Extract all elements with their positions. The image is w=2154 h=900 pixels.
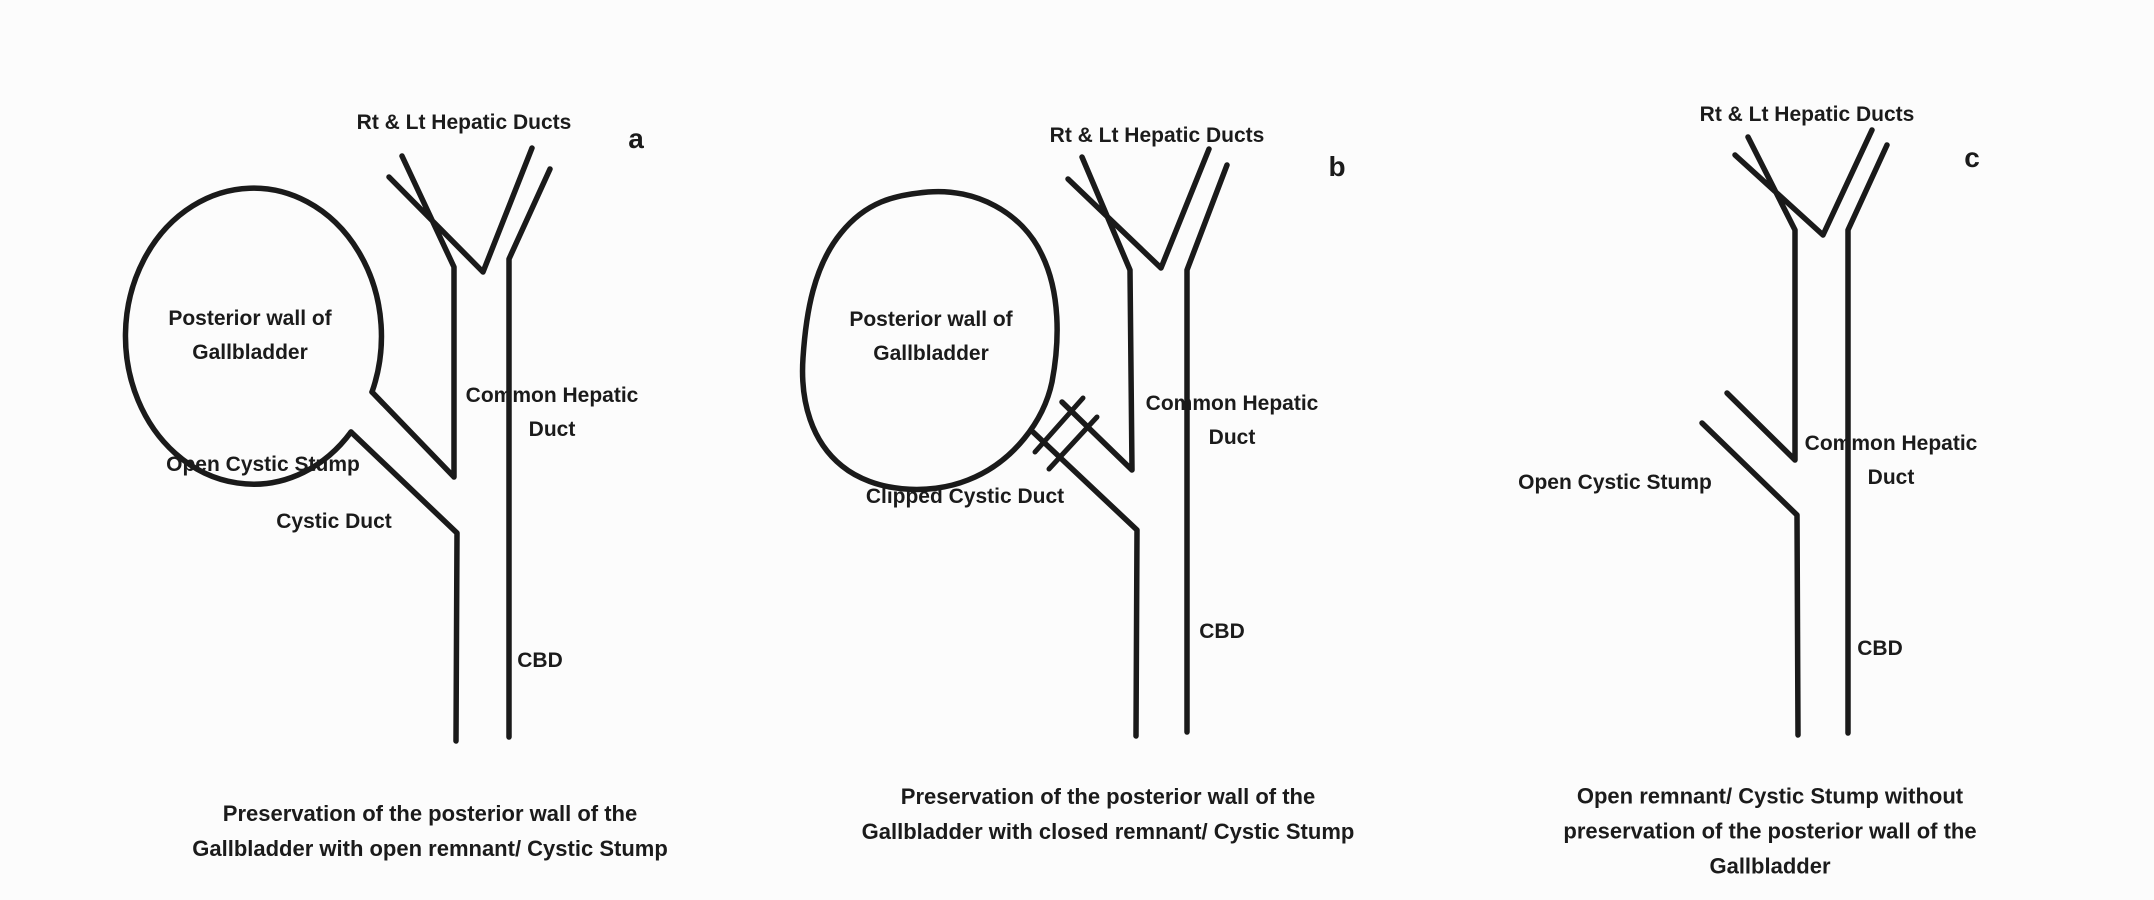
gallbladder-wall-label-a: Posterior wall of Gallbladder bbox=[168, 307, 332, 364]
clipped-cystic-duct-label-b: Clipped Cystic Duct bbox=[865, 485, 1065, 508]
cystic-duct-label-a: Cystic Duct bbox=[276, 510, 392, 533]
open-cystic-stump-label-a: Open Cystic Stump bbox=[166, 453, 360, 476]
common-hepatic-duct-label-c: Common Hepatic Duct bbox=[1804, 432, 1978, 489]
cbd-label-c: CBD bbox=[1857, 637, 1903, 660]
bile-duct-tree-a bbox=[348, 145, 553, 744]
open-cystic-stump-label-c: Open Cystic Stump bbox=[1518, 471, 1712, 494]
common-hepatic-duct-label-a: Common Hepatic Duct bbox=[465, 384, 639, 441]
panel-letter-b: b bbox=[1328, 151, 1346, 182]
hepatic-ducts-label-a: Rt & Lt Hepatic Ducts bbox=[356, 111, 572, 134]
cbd-label-a: CBD bbox=[517, 649, 563, 672]
common-hepatic-duct-label-b: Common Hepatic Duct bbox=[1145, 392, 1319, 449]
gallbladder-wall-label-b: Posterior wall of Gallbladder bbox=[849, 308, 1013, 365]
cbd-label-b: CBD bbox=[1199, 620, 1245, 643]
panel-caption-b: Preservation of the posterior wall of th… bbox=[861, 784, 1355, 844]
hepatic-ducts-label-b: Rt & Lt Hepatic Ducts bbox=[1049, 124, 1265, 147]
panel-letter-c: c bbox=[1964, 142, 1980, 173]
panel-letter-a: a bbox=[628, 123, 644, 154]
hepatic-ducts-label-c: Rt & Lt Hepatic Ducts bbox=[1699, 103, 1915, 126]
gallbladder-wall-blob-b bbox=[799, 188, 1060, 493]
panel-caption-a: Preservation of the posterior wall of th… bbox=[192, 801, 668, 861]
bile-duct-tree-c bbox=[1699, 127, 1890, 738]
gallbladder-wall-circle-a bbox=[122, 185, 385, 487]
surgical-clip-marks-b bbox=[1032, 395, 1100, 472]
bile-duct-tree-b bbox=[1030, 146, 1230, 739]
panel-caption-c: Open remnant/ Cystic Stump without prese… bbox=[1563, 783, 1977, 879]
